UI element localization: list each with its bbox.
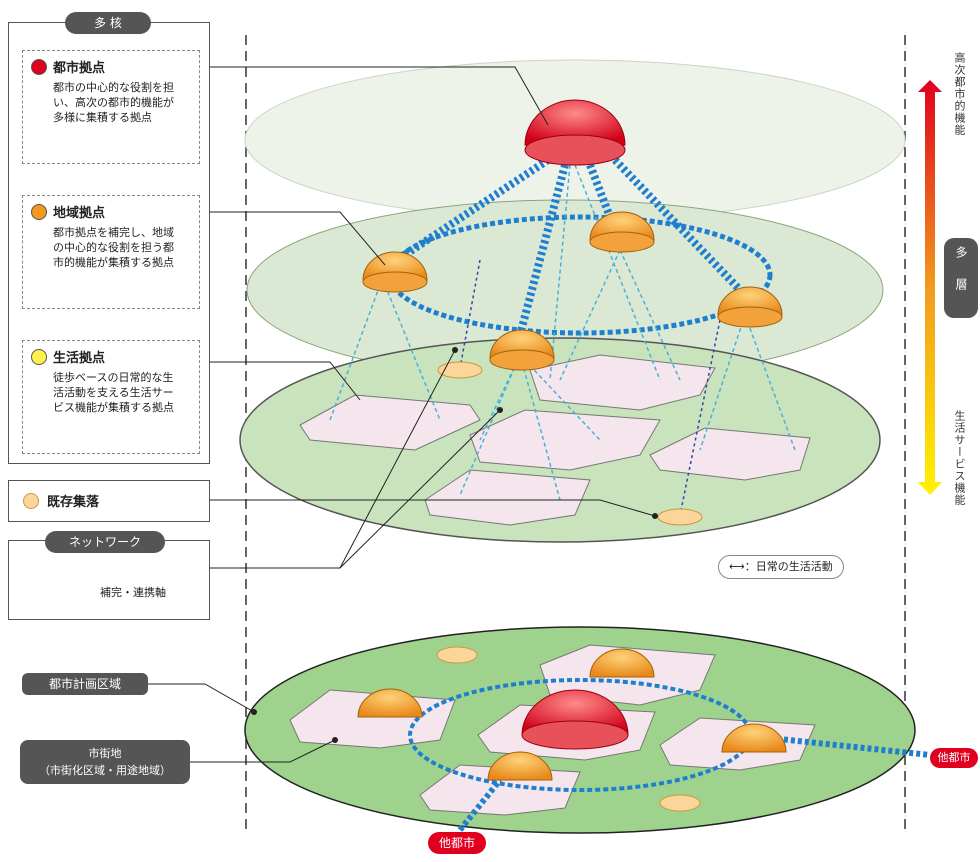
orange-dot-icon <box>31 203 47 220</box>
axis-bottom-label: 生活サービス機能 <box>953 410 966 506</box>
network-item-label: 補完・連携軸 <box>100 586 166 599</box>
legend-item-urban-core: 都市拠点 都市の中心的な役割を担い、高次の都市的機能が多様に集積する拠点 <box>22 50 200 164</box>
regional-dome <box>489 329 555 371</box>
urban-core-dome <box>524 99 626 166</box>
district-block <box>469 409 661 471</box>
red-dot-icon <box>31 58 47 75</box>
district-block <box>424 469 591 526</box>
regional-dome <box>362 251 428 293</box>
planning-area-label: 都市計画区域 <box>22 673 148 695</box>
settlement-marker <box>657 508 703 526</box>
function-axis-arrow <box>918 80 942 495</box>
legend-item-desc: 都市拠点を補完し、地域の中心的な役割を担う都市的機能が集積する拠点 <box>53 226 174 269</box>
legend-title: 多 核 <box>65 12 151 34</box>
legend-item-desc: 都市の中心的な役割を担い、高次の都市的機能が多様に集積する拠点 <box>53 81 174 124</box>
legend-item-label: 都市拠点 <box>53 61 106 76</box>
settlement-dot-icon <box>23 492 39 509</box>
legend-item-daily-life: 生活拠点 徒歩ベースの日常的な生活活動を支える生活サービス機能が集積する拠点 <box>22 340 200 454</box>
legend-settlement: 既存集落 <box>8 480 210 522</box>
other-city-bottom: 他都市 <box>428 832 486 854</box>
settlement-marker <box>437 361 483 379</box>
activity-note: ⟷：日常の生活活動 <box>718 555 844 579</box>
settlement-links <box>459 259 721 516</box>
network-title: ネットワーク <box>45 531 165 553</box>
yellow-dot-icon <box>31 348 47 365</box>
trunk-links <box>382 156 743 337</box>
regional-dome <box>717 286 783 328</box>
district-block <box>529 354 716 411</box>
regional-dome <box>589 211 655 253</box>
legend-item-regional: 地域拠点 都市拠点を補完し、地域の中心的な役割を担う都市的機能が集積する拠点 <box>22 195 200 309</box>
settlement-label: 既存集落 <box>47 495 100 510</box>
legend-item-label: 地域拠点 <box>53 206 106 221</box>
axis-top-label: 高次都市的機能 <box>953 52 966 136</box>
leader-lines <box>198 66 656 569</box>
legend-item-label: 生活拠点 <box>53 351 106 366</box>
legend-item-desc: 徒歩ベースの日常的な生活活動を支える生活サービス機能が集積する拠点 <box>53 371 174 414</box>
other-city-right: 他都市 <box>930 748 978 768</box>
urban-area-label: 市街地 （市街化区域・用途地域） <box>20 740 190 784</box>
axis-mid-label: 多層 <box>944 238 978 318</box>
legend-network <box>8 540 210 620</box>
